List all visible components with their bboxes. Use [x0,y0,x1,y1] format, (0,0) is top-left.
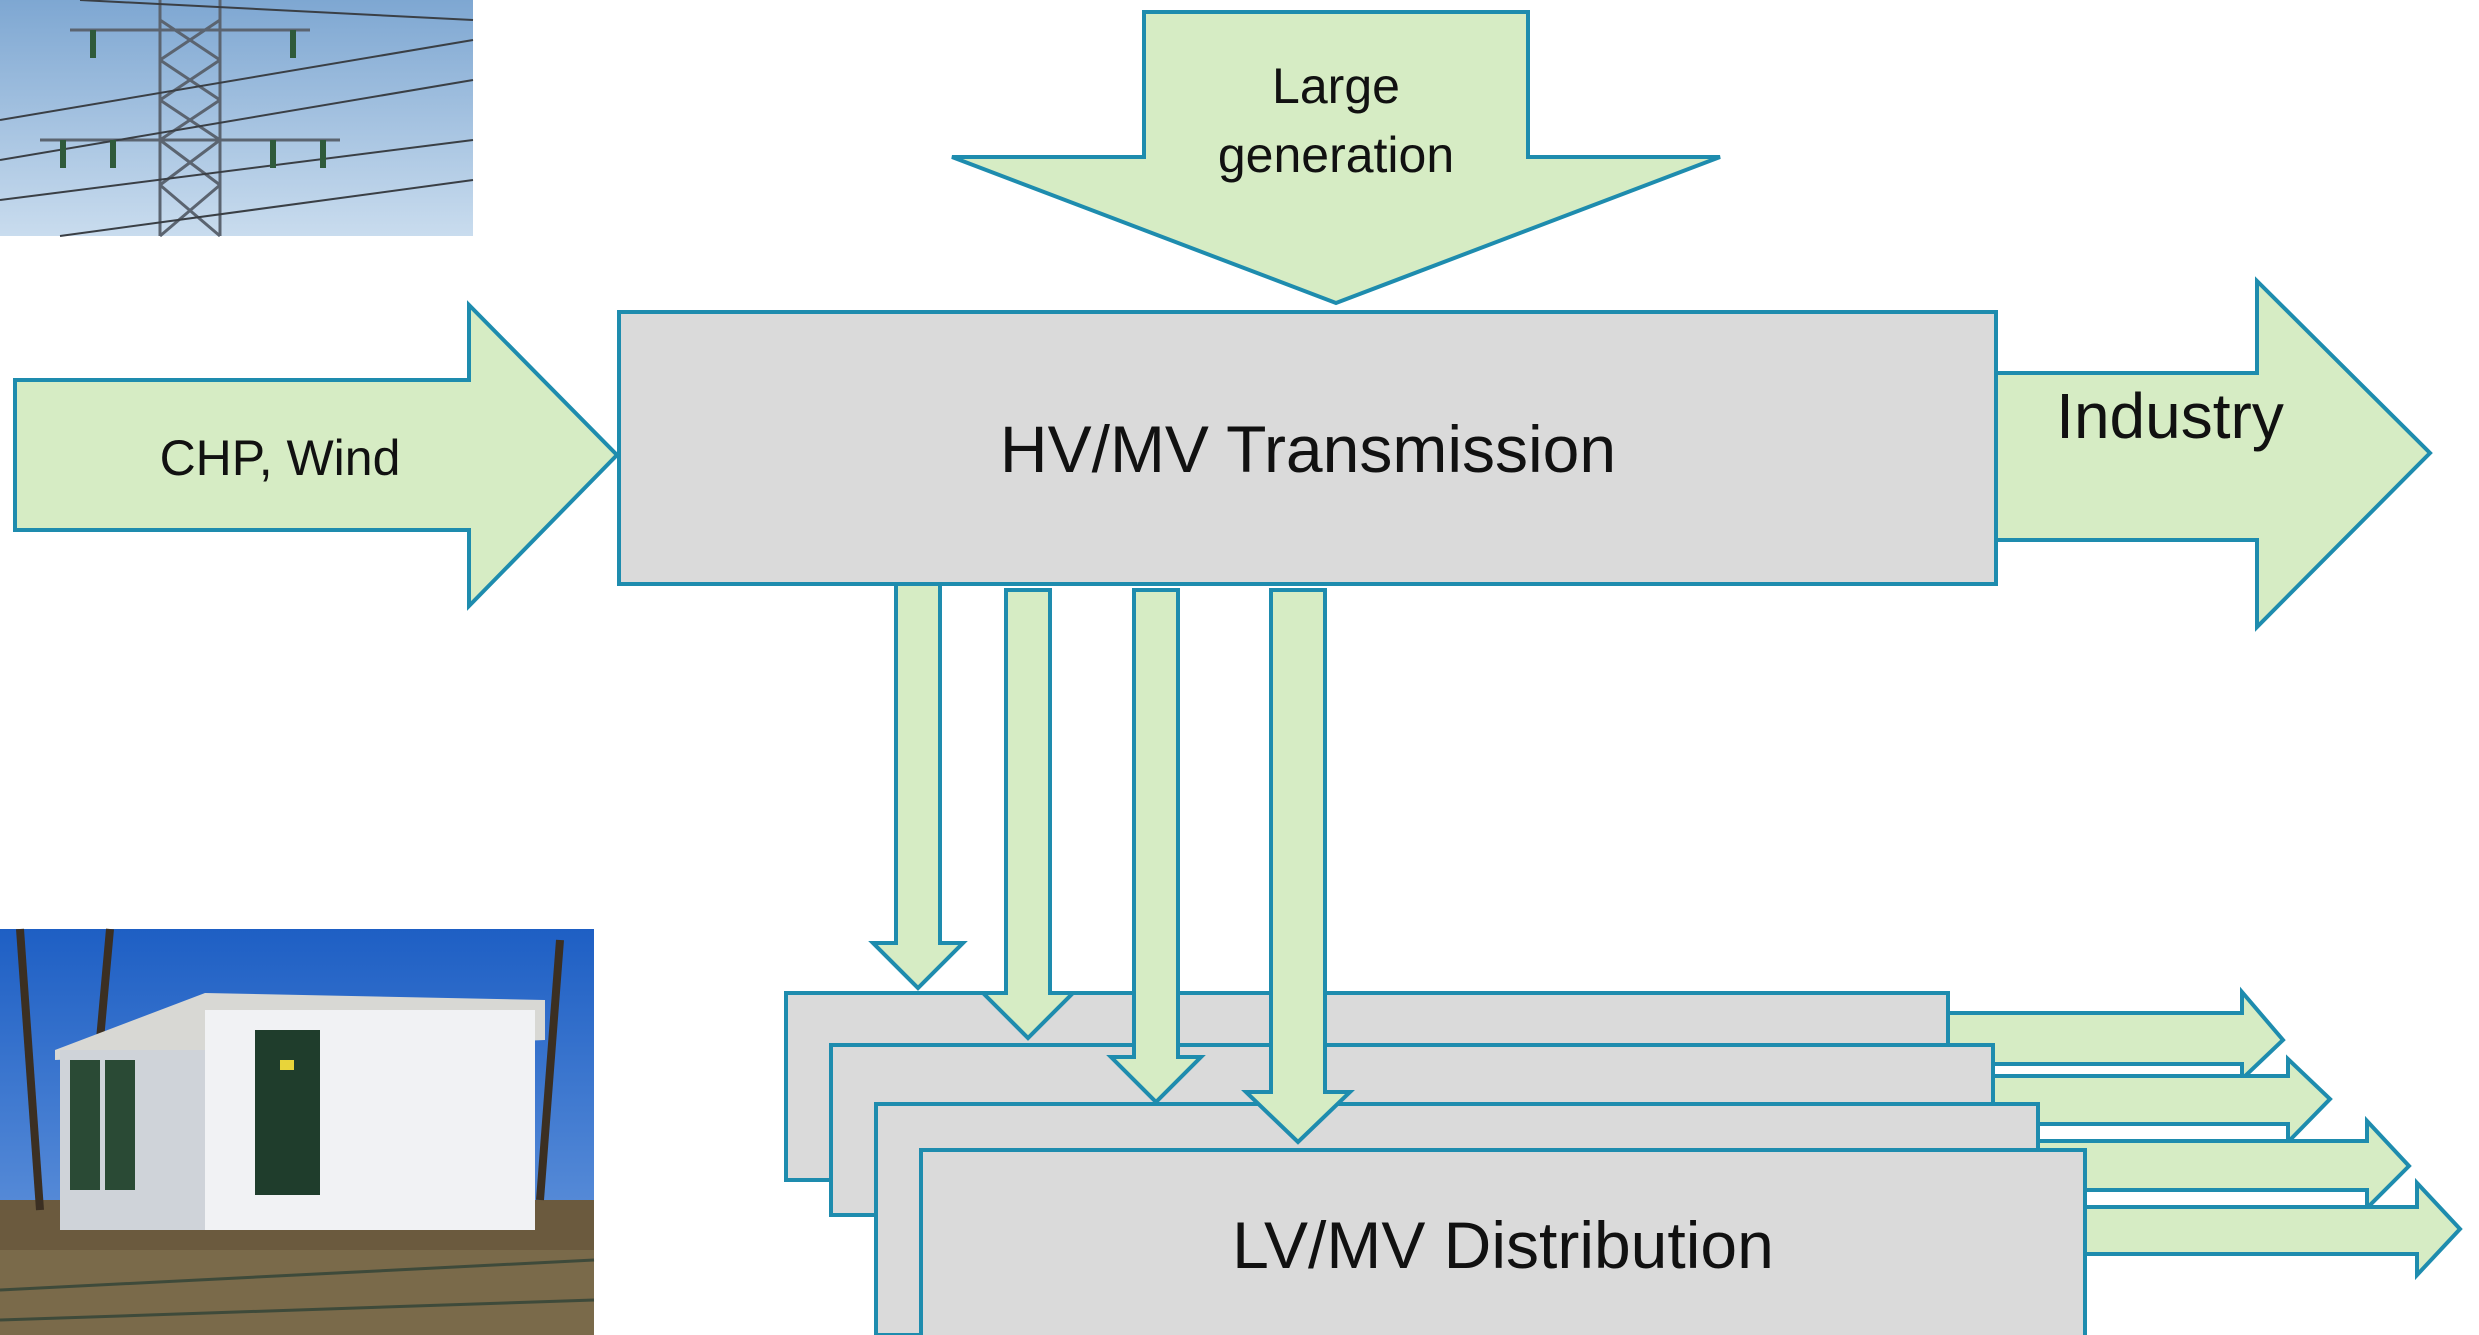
feeder-arrow-1 [868,582,968,991]
hv-mv-transmission-box [617,310,1998,586]
substation-photo [0,928,595,1335]
feeder-arrow-2 [978,588,1078,1041]
hv-mv-transmission-label: HV/MV Transmission [1000,412,1616,486]
chp-wind-arrow [13,300,620,611]
feeder-arrow-3 [1106,588,1206,1105]
feeder-arrow-4 [1241,588,1355,1145]
chp-wind-label: CHP, Wind [160,430,401,486]
distribution-box-4 [919,1148,2087,1335]
industry-label: Industry [2056,380,2284,452]
distribution-output-arrow-4 [2078,1177,2463,1281]
lv-mv-distribution-label: LV/MV Distribution [1232,1208,1774,1282]
large-generation-label-line2: generation [1218,127,1454,183]
industry-arrow [1993,276,2433,632]
power-pylon-photo [0,0,474,238]
large-generation-arrow [951,10,1721,306]
large-generation-label-line1: Large [1272,58,1400,114]
